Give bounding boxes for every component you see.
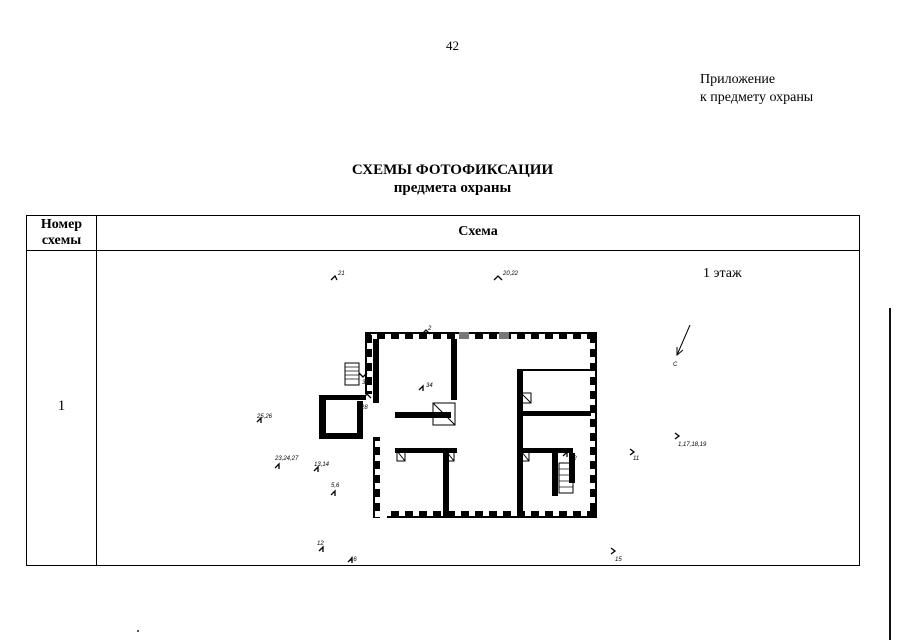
page-number: 42 [446,38,459,53]
header-number-line-1: Номер [40,217,83,232]
photo-point-label: 2 [427,326,432,332]
scan-edge-line [889,308,891,640]
photo-point-label: 20,22 [502,271,519,277]
north-arrow-icon: С [673,324,691,368]
building-inner-walls [373,339,591,518]
photo-point-labels: 21 20,22 2 30 34 28 25,26 23,24,27 13,14… [256,271,707,563]
header-number-line-2: схемы [41,233,82,248]
header-divider [27,250,859,251]
stairs-icon [344,362,574,494]
header-scheme-number: Номер схемы [27,217,96,249]
appendix-line-1: Приложение [700,72,776,87]
photo-point-label: 5,6 [331,483,340,489]
photo-point-label: 12 [317,541,324,547]
header-scheme: Схема [458,224,498,239]
appendix-line-2: к предмету охраны [700,90,814,105]
title-line-1: СХЕМЫ ФОТОФИКСАЦИИ [351,162,554,178]
photo-point-label: 13,14 [314,462,330,468]
photo-point-label: 28 [360,405,368,411]
photo-point-markers [256,274,681,563]
photo-point-label: 32 [570,456,577,462]
document-title: СХЕМЫ ФОТОФИКСАЦИИ предмета охраны [0,161,905,197]
row-number: 1 [57,398,66,414]
photo-point-label: 34 [426,383,433,389]
appendix-note: Приложение к предмету охраны [700,71,813,107]
photo-point-label: 21 [337,271,345,277]
photo-point-label: 30 [362,380,369,386]
north-label: С [673,362,678,368]
photo-point-label: 11 [633,456,639,462]
photo-point-label: 16 [350,557,357,563]
building-outer-walls [319,332,597,518]
title-line-2: предмета охраны [393,180,512,196]
photo-point-label: 25,26 [256,414,273,420]
floor-label: 1 этаж [703,266,742,281]
photo-point-label: 15 [615,557,622,563]
photo-point-label: 23,24,27 [274,456,299,462]
column-divider [96,216,97,565]
floor-plan: С 21 20,22 2 30 34 28 25 [256,271,707,563]
photo-point-label: 1,17,18,19 [678,442,707,448]
schemes-table: Номер схемы Схема 1 1 этаж [26,215,860,566]
scan-speck [137,630,139,632]
